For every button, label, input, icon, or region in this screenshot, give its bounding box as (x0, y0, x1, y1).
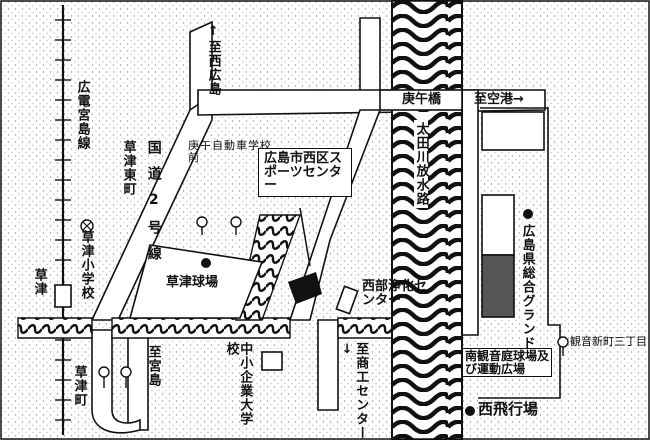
kusatsu-station-box (54, 284, 72, 308)
seibu-plant-marker (335, 285, 359, 315)
sports-center-leader (299, 207, 311, 267)
airport-dot (465, 406, 475, 416)
label-ota-river: 太田川放水路 (413, 120, 429, 208)
bus-stop-icons (98, 216, 569, 388)
label-nishi-airport[interactable]: 西飛行場 (478, 400, 539, 418)
coast-water (17, 317, 291, 339)
label-chusho-univ: 中小企業大学校 (223, 342, 253, 426)
stadium-dot (201, 258, 211, 268)
sports-center-building[interactable] (288, 272, 322, 304)
label-to-shoko-center: 至商工センター↓ (339, 342, 369, 440)
label-kogo-bus-stop: 庚午自動車学校前 (188, 139, 272, 164)
kogo-bridge-deck (379, 89, 463, 111)
ota-river (391, 0, 463, 440)
ground-dot (523, 209, 533, 219)
label-kusatsu-stadium: 草津球場 (166, 275, 219, 290)
label-to-nishihiroshima: ↑至西広島 (205, 24, 221, 96)
coast-water-2 (337, 317, 393, 339)
kusatsu-stadium-block (128, 244, 264, 319)
tennis-court-area (481, 254, 515, 318)
label-kusatsu-school: 草津小学校 (78, 230, 94, 300)
prefectural-ground (481, 111, 545, 318)
label-kusatsu-station: 草津 (31, 268, 47, 296)
road-to-shoko (317, 319, 339, 411)
school-symbol-icon (80, 219, 94, 233)
label-to-miyajima: 至宮島 (145, 345, 161, 387)
label-kogo-bridge: 庚午橋 (402, 92, 442, 107)
label-kusatsu-town: 草津町 (71, 365, 87, 407)
sports-center-label[interactable]: 広島市西区スポーツセンター (258, 148, 352, 197)
label-minami-kannon: 南観音庭球場及び運動広場 (462, 348, 552, 378)
label-to-airport: 至空港→ (474, 92, 524, 107)
label-prefectural-ground: 広島県総合グランド (519, 224, 535, 350)
label-kusatsu-higashi: 草津東町 (120, 140, 136, 196)
label-hiroden-line: 広電宮島線 (74, 80, 90, 150)
label-kannon-bus-stop: 観音新町三丁目 (570, 335, 647, 348)
road-west-loop (91, 329, 141, 434)
label-seibu-plant: 西部浄化センター (362, 279, 428, 308)
road-east-ground (461, 89, 479, 336)
chusho-univ-marker (261, 351, 283, 371)
east-frame (478, 107, 561, 399)
road-to-miyajima (127, 334, 149, 431)
label-route2: 国道2号線 (145, 140, 162, 272)
